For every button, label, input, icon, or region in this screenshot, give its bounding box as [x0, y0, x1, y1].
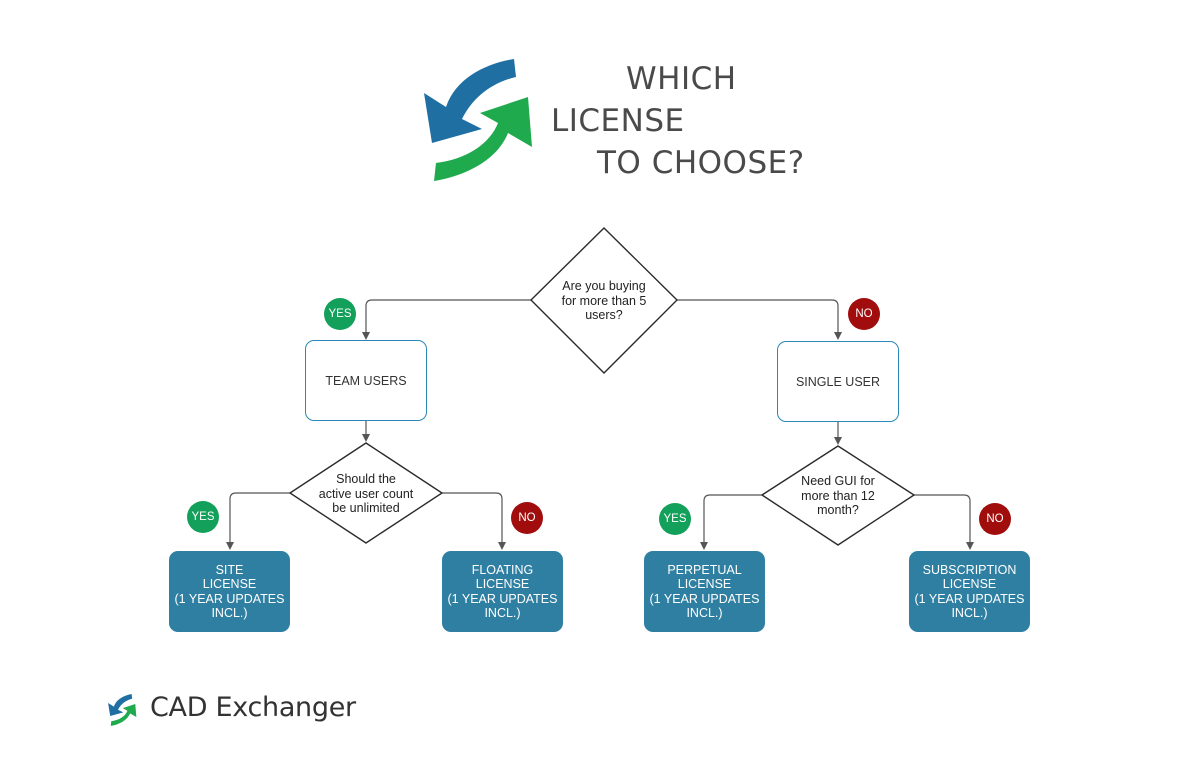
- decision-q3-line-2: more than 12: [801, 488, 875, 503]
- brand-name: CAD Exchanger: [150, 692, 356, 723]
- decision-q2-line-3: be unlimited: [332, 501, 400, 515]
- outcome-perpetual-line-2: LICENSE: [677, 577, 732, 591]
- sync-arrows-icon: [108, 694, 137, 726]
- decision-q3-text: Need GUI for more than 12 month?: [768, 474, 908, 518]
- title-line-3: TO CHOOSE?: [597, 145, 805, 181]
- yes-badge-q3: YES: [659, 503, 691, 535]
- decision-q1-line-2: for more than 5: [561, 293, 647, 308]
- title-line-1: WHICH: [626, 61, 737, 97]
- node-team-users: TEAM USERS: [305, 340, 427, 421]
- outcome-floating-line-4: INCL.): [484, 606, 521, 620]
- outcome-site-line-2: LICENSE: [202, 577, 257, 591]
- outcome-site-line-1: SITE: [215, 562, 244, 577]
- node-single-user: SINGLE USER: [777, 341, 899, 422]
- outcome-perpetual-license: PERPETUAL LICENSE (1 YEAR UPDATES INCL.): [644, 551, 765, 632]
- outcome-floating-line-3: (1 YEAR UPDATES: [447, 591, 558, 606]
- no-badge-q1: NO: [848, 298, 880, 330]
- outcome-subscription-line-2: LICENSE: [942, 577, 997, 591]
- outcome-perpetual-line-1: PERPETUAL: [667, 562, 742, 577]
- decision-q2-text: Should the active user count be unlimite…: [296, 472, 436, 516]
- no-badge-q3: NO: [979, 503, 1011, 535]
- decision-q2-line-1: Should the: [336, 472, 396, 486]
- decision-q1-line-1: Are you buying: [562, 279, 646, 293]
- outcome-perpetual-line-4: INCL.): [686, 606, 723, 620]
- connector-q1-yes: [362, 299, 531, 340]
- outcome-floating-line-2: LICENSE: [475, 577, 530, 591]
- outcome-perpetual-line-3: (1 YEAR UPDATES: [649, 591, 760, 606]
- connector-q2-no: [442, 492, 506, 550]
- node-team-users-label: TEAM USERS: [325, 373, 407, 388]
- decision-diamond-q2: [288, 442, 444, 544]
- connector-q3-yes: [700, 494, 762, 550]
- decision-q1-line-3: users?: [585, 308, 623, 322]
- connector-q1-no: [677, 299, 842, 340]
- decision-diamond-q3: [760, 445, 916, 546]
- outcome-subscription-license: SUBSCRIPTION LICENSE (1 YEAR UPDATES INC…: [909, 551, 1030, 632]
- yes-badge-q1: YES: [324, 298, 356, 330]
- decision-q1-text: Are you buying for more than 5 users?: [534, 279, 674, 323]
- decision-q3-line-3: month?: [817, 503, 859, 517]
- connector-q2-yes: [226, 492, 290, 550]
- decision-diamond-q1: [530, 227, 678, 374]
- title-line-2: LICENSE: [551, 103, 685, 139]
- connector-q3-no: [914, 494, 974, 550]
- outcome-subscription-line-4: INCL.): [951, 606, 988, 620]
- outcome-subscription-line-3: (1 YEAR UPDATES: [914, 591, 1025, 606]
- outcome-site-line-3: (1 YEAR UPDATES: [174, 591, 285, 606]
- outcome-floating-line-1: FLOATING: [471, 562, 534, 577]
- outcome-subscription-line-1: SUBSCRIPTION: [922, 562, 1017, 577]
- no-badge-q2: NO: [511, 502, 543, 534]
- outcome-site-line-4: INCL.): [211, 606, 248, 620]
- outcome-site-license: SITE LICENSE (1 YEAR UPDATES INCL.): [169, 551, 290, 632]
- decision-q2-line-2: active user count: [318, 486, 414, 501]
- node-single-user-label: SINGLE USER: [795, 374, 881, 389]
- sync-arrows-icon: [424, 59, 532, 181]
- yes-badge-q2: YES: [187, 501, 219, 533]
- outcome-floating-license: FLOATING LICENSE (1 YEAR UPDATES INCL.): [442, 551, 563, 632]
- decision-q3-line-1: Need GUI for: [801, 474, 875, 488]
